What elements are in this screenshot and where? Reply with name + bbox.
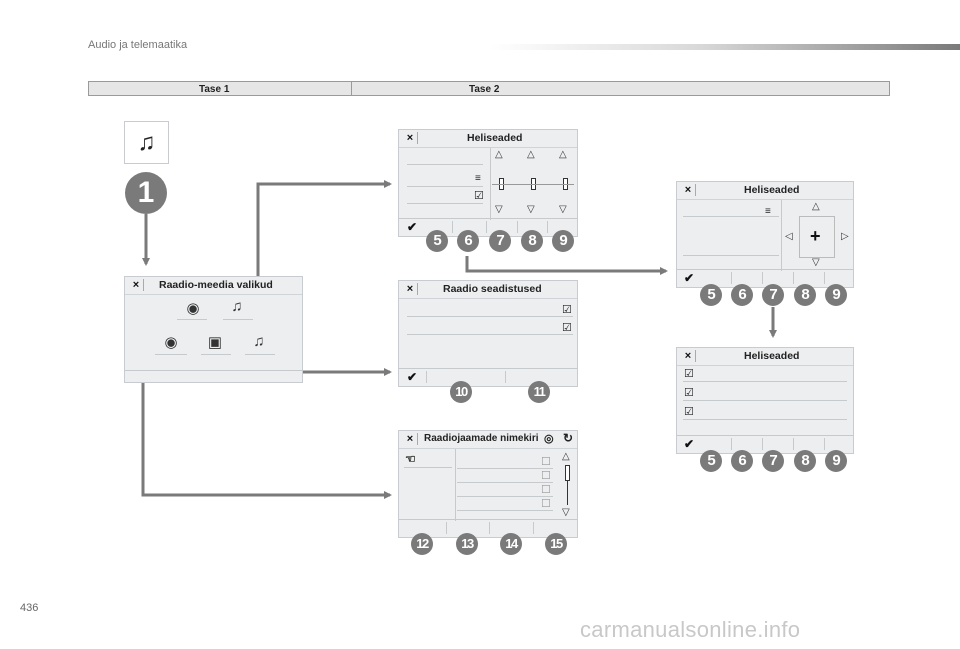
callout-7: 7 bbox=[489, 230, 511, 252]
panel-title: Heliseaded bbox=[744, 350, 800, 362]
checkbox-icon[interactable]: ☑ bbox=[562, 322, 572, 334]
ambience-panel: × Heliseaded ☑ ☑ ☑ ✔ bbox=[676, 347, 854, 454]
balance-panel: × Heliseaded ≡ △ ◁ + ▷ ▽ ✔ bbox=[676, 181, 854, 288]
menu-icon[interactable]: ≡ bbox=[765, 206, 771, 217]
step-1-badge: 1 bbox=[125, 172, 167, 214]
close-icon[interactable]: × bbox=[403, 283, 418, 295]
close-icon[interactable]: × bbox=[403, 433, 418, 445]
music-note-icon[interactable]: ♫ bbox=[231, 298, 243, 315]
checkbox-icon[interactable]: ☐ bbox=[541, 456, 551, 468]
left-arrow-icon[interactable]: ◁ bbox=[785, 231, 793, 242]
callout-6: 6 bbox=[731, 284, 753, 306]
callout-8: 8 bbox=[521, 230, 543, 252]
radio-settings-panel: × Raadio seadistused ☑ ☑ ✔ bbox=[398, 280, 578, 387]
panel-title-bar: × Raadio-meedia valikud bbox=[125, 277, 302, 295]
levels-bar: Tase 1 Tase 2 bbox=[88, 81, 890, 96]
scrollbar-handle[interactable] bbox=[565, 465, 570, 481]
touch-hand-icon[interactable]: ☜ bbox=[405, 452, 416, 466]
callout-6: 6 bbox=[457, 230, 479, 252]
station-list-icon[interactable]: ▣ bbox=[207, 334, 223, 351]
up-arrow-icon[interactable]: △ bbox=[812, 201, 820, 212]
checkbox-icon[interactable]: ☐ bbox=[541, 484, 551, 496]
close-icon[interactable]: × bbox=[681, 184, 696, 196]
sound-settings-panel: × Heliseaded ≡ ☑ △ △ △ ▽ ▽ ▽ ✔ bbox=[398, 129, 578, 237]
callout-14: 14 bbox=[500, 533, 522, 555]
scroll-down-icon[interactable]: ▽ bbox=[562, 507, 570, 518]
close-icon[interactable]: × bbox=[681, 350, 696, 362]
callout-12: 12 bbox=[411, 533, 433, 555]
arrow-to-balance bbox=[465, 256, 668, 275]
checkbox-icon[interactable]: ☑ bbox=[684, 406, 694, 418]
checkbox-icon[interactable]: ☐ bbox=[541, 498, 551, 510]
callout-7: 7 bbox=[762, 450, 784, 472]
checkbox-icon[interactable]: ☑ bbox=[684, 368, 694, 380]
panel-title: Raadio seadistused bbox=[443, 283, 542, 295]
callout-11: 11 bbox=[528, 381, 550, 403]
callout-9: 9 bbox=[825, 450, 847, 472]
scroll-up-icon[interactable]: △ bbox=[562, 451, 570, 462]
level-1-label: Tase 1 bbox=[199, 84, 230, 95]
callout-7: 7 bbox=[762, 284, 784, 306]
radio-antenna-icon[interactable]: ◎ bbox=[544, 433, 554, 445]
down-arrow-icon[interactable]: ▽ bbox=[812, 257, 820, 268]
up-arrow-icon[interactable]: △ bbox=[495, 149, 503, 160]
callout-9: 9 bbox=[552, 230, 574, 252]
callout-5: 5 bbox=[426, 230, 448, 252]
down-arrow-icon[interactable]: ▽ bbox=[495, 204, 503, 215]
up-arrow-icon[interactable]: △ bbox=[559, 149, 567, 160]
checkbox-icon[interactable]: ☑ bbox=[684, 387, 694, 399]
callout-9: 9 bbox=[825, 284, 847, 306]
panel-title: Heliseaded bbox=[744, 184, 800, 196]
radio-antenna-icon[interactable]: ◉ bbox=[186, 300, 200, 317]
callout-10: 10 bbox=[450, 381, 472, 403]
level-2-label: Tase 2 bbox=[469, 84, 500, 95]
confirm-icon[interactable]: ✔ bbox=[407, 370, 418, 384]
callout-15: 15 bbox=[545, 533, 567, 555]
callout-6: 6 bbox=[731, 450, 753, 472]
right-arrow-icon[interactable]: ▷ bbox=[841, 231, 849, 242]
checkbox-icon[interactable]: ☐ bbox=[541, 470, 551, 482]
panel-title: Raadio-meedia valikud bbox=[159, 279, 273, 291]
radio-media-panel: × Raadio-meedia valikud ◉ ♫ ◉ ▣ ♫ bbox=[124, 276, 303, 383]
down-arrow-icon[interactable]: ▽ bbox=[527, 204, 535, 215]
radio-settings-icon[interactable]: ◉ bbox=[164, 334, 178, 351]
levels-divider bbox=[351, 82, 352, 95]
callout-13: 13 bbox=[456, 533, 478, 555]
down-arrow-icon[interactable]: ▽ bbox=[559, 204, 567, 215]
close-icon[interactable]: × bbox=[403, 132, 418, 144]
confirm-icon[interactable]: ✔ bbox=[684, 271, 695, 285]
balance-cursor-icon[interactable]: + bbox=[810, 226, 821, 246]
checkbox-icon[interactable]: ☑ bbox=[474, 190, 484, 202]
station-list-panel: × Raadiojaamade nimekiri ◎ ↻ ☜ ☐ ☐ ☐ ☐ △… bbox=[398, 430, 578, 538]
close-icon[interactable]: × bbox=[129, 279, 144, 291]
callout-8: 8 bbox=[794, 284, 816, 306]
page-number: 436 bbox=[20, 602, 39, 614]
menu-icon[interactable]: ≡ bbox=[475, 173, 481, 184]
callout-8: 8 bbox=[794, 450, 816, 472]
callout-5: 5 bbox=[700, 450, 722, 472]
up-arrow-icon[interactable]: △ bbox=[527, 149, 535, 160]
confirm-icon[interactable]: ✔ bbox=[684, 437, 695, 451]
checkbox-icon[interactable]: ☑ bbox=[562, 304, 572, 316]
callout-5: 5 bbox=[700, 284, 722, 306]
header-gradient-bar bbox=[490, 44, 960, 50]
panel-title: Raadiojaamade nimekiri bbox=[424, 433, 539, 444]
confirm-icon[interactable]: ✔ bbox=[407, 220, 418, 234]
music-note-icon[interactable]: ♫ bbox=[253, 333, 265, 350]
music-note-icon[interactable]: ♫ bbox=[124, 121, 169, 164]
refresh-icon[interactable]: ↻ bbox=[563, 431, 574, 445]
section-title: Audio ja telemaatika bbox=[88, 39, 188, 51]
watermark: carmanualsonline.info bbox=[580, 617, 801, 642]
panel-title: Heliseaded bbox=[467, 132, 523, 144]
